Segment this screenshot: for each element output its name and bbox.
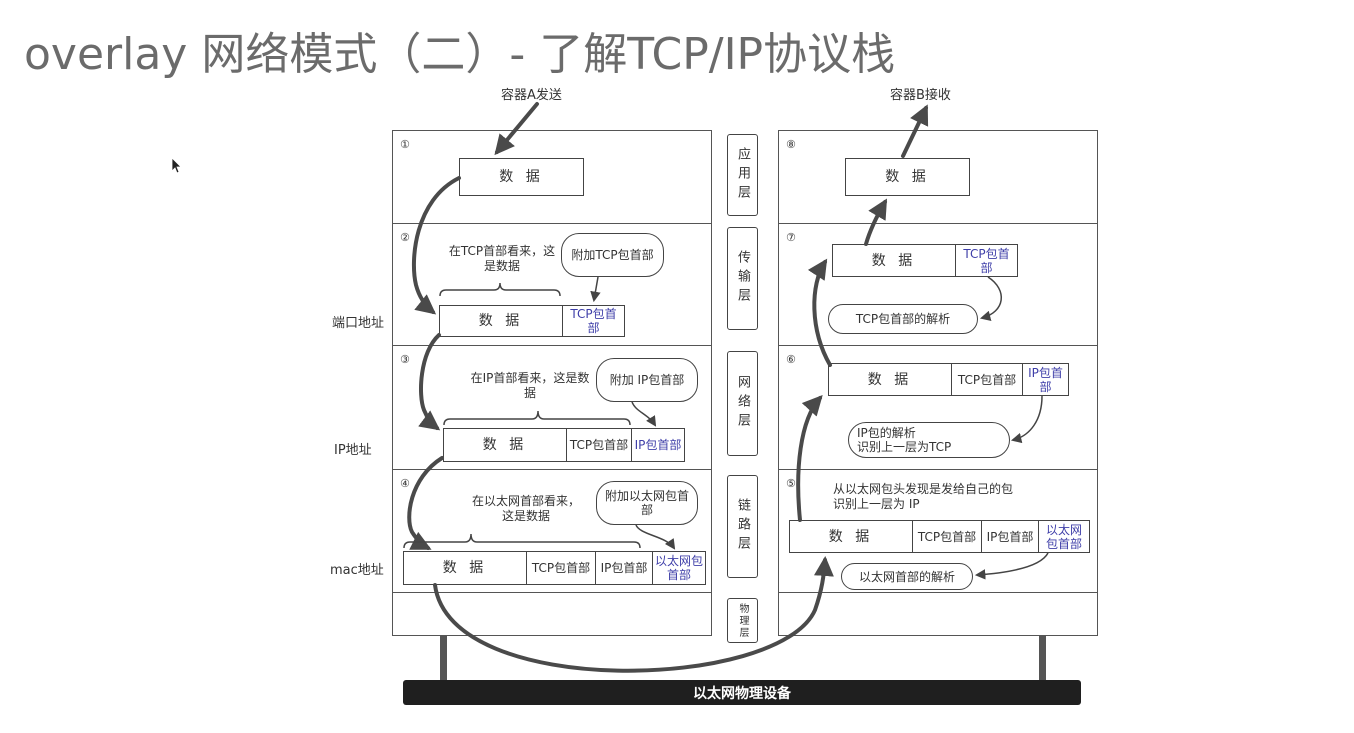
row-divider [392,223,712,224]
eth-bubble-pointer [635,524,676,550]
receiver-eth-packet: 数 据 TCP包首部 IP包首部 以太网包首部 [789,520,1090,553]
mouse-cursor-icon [171,157,182,174]
layer-link: 链路层 [727,475,758,578]
mac-address-label: mac地址 [330,563,384,578]
data-cell: 数 据 [885,169,930,185]
data-cell: 数 据 [482,437,528,453]
tcp-header-cell: TCP包首部 [951,364,1022,395]
layer-physical: 物理层 [727,598,758,643]
sender-app-packet: 数 据 [459,158,584,196]
eth-view-note: 在以太网首部看来，这是数据 [471,494,580,523]
parse-ip-bubble: IP包的解析 识别上一层为TCP [848,422,1010,458]
data-cell: 数 据 [499,169,544,185]
sender-eth-packet: 数 据 TCP包首部 IP包首部 以太网包首部 [403,551,706,585]
step-number-8: ⑧ [786,138,796,151]
row-divider [392,345,712,346]
receiver-output-arrow [901,104,929,158]
row-divider [392,469,712,470]
add-ip-header-bubble: 附加 IP包首部 [596,358,698,402]
data-cell: 数 据 [828,528,874,545]
data-cell: 数 据 [871,252,917,269]
row-divider [778,469,1098,470]
step-number-4: ④ [400,477,410,490]
step-number-6: ⑥ [786,353,796,366]
ip-header-cell: IP包首部 [1022,364,1068,395]
layer-application: 应用层 [727,134,758,216]
eth-header-cell: 以太网包首部 [1038,521,1089,552]
row-divider [778,592,1098,593]
ip-address-label: IP地址 [334,443,372,458]
tcp-parse-pointer [979,276,1003,321]
eth-parse-pointer [974,552,1049,580]
parse-eth-bubble: 以太网首部的解析 [841,563,973,590]
ip-bubble-pointer [631,401,657,427]
tcp-header-cell: TCP包首部 [912,521,981,552]
sender-label: 容器A发送 [501,88,562,103]
flow-1-2 [412,176,461,315]
parse-tcp-bubble: TCP包首部的解析 [828,304,978,334]
port-address-label: 端口地址 [332,316,385,331]
ip-header-cell: IP包首部 [595,552,652,584]
ip-parse-pointer [1010,395,1043,444]
step-number-7: ⑦ [786,231,796,244]
flow-6-7 [807,258,832,367]
data-cell: 数 据 [442,560,488,576]
eth-detect-line-1: 从以太网包头发现是发给自己的包 [833,482,1014,496]
step-number-3: ③ [400,353,410,366]
tcp-header-cell: TCP包首部 [566,429,631,461]
receiver-app-packet: 数 据 [845,158,970,196]
step-number-5: ⑤ [786,477,796,490]
row-divider [778,223,1098,224]
tcp-header-cell: TCP包首部 [562,306,624,336]
flow-7-8 [864,198,888,246]
flow-4-5 [433,556,834,673]
ip-bracket [443,410,631,426]
tcp-view-note: 在TCP首部看来，这是数据 [448,244,556,273]
receiver-label: 容器B接收 [890,88,951,103]
row-divider [392,592,712,593]
eth-header-cell: 以太网包首部 [652,552,705,584]
device-leg-left [440,636,447,680]
tcp-bubble-pointer [590,276,601,303]
tcp-header-cell: TCP包首部 [955,245,1017,276]
add-tcp-header-bubble: 附加TCP包首部 [561,233,664,277]
parse-ip-line-1: IP包的解析 [857,426,916,440]
flow-2-3 [418,333,441,431]
add-eth-header-bubble: 附加以太网包首部 [596,481,698,525]
layer-transport: 传输层 [727,227,758,330]
ethernet-physical-device: 以太网物理设备 [403,680,1081,705]
data-cell: 数 据 [478,313,524,329]
receiver-ip-packet: 数 据 TCP包首部 IP包首部 [828,363,1069,396]
eth-detect-line-2: 识别上一层为 IP [833,497,920,511]
parse-ip-line-2: 识别上一层为TCP [857,440,952,454]
sender-input-arrow [494,102,539,156]
data-cell: 数 据 [867,371,913,388]
ip-header-cell: IP包首部 [981,521,1038,552]
sender-ip-packet: 数 据 TCP包首部 IP包首部 [443,428,685,462]
page-title: overlay 网络模式（二）- 了解TCP/IP协议栈 [24,29,896,80]
sender-tcp-packet: 数 据 TCP包首部 [439,305,625,337]
device-leg-right [1039,636,1046,680]
ip-view-note: 在IP首部看来，这是数据 [470,371,590,400]
step-number-2: ② [400,231,410,244]
step-number-1: ① [400,138,410,151]
tcp-header-cell: TCP包首部 [526,552,595,584]
tcp-bracket [439,282,561,297]
eth-bracket [403,533,641,549]
flow-3-4 [407,456,444,550]
receiver-tcp-packet: 数 据 TCP包首部 [832,244,1018,277]
row-divider [778,345,1098,346]
layer-network: 网络层 [727,351,758,456]
flow-5-6 [796,395,823,522]
ip-header-cell: IP包首部 [631,429,684,461]
